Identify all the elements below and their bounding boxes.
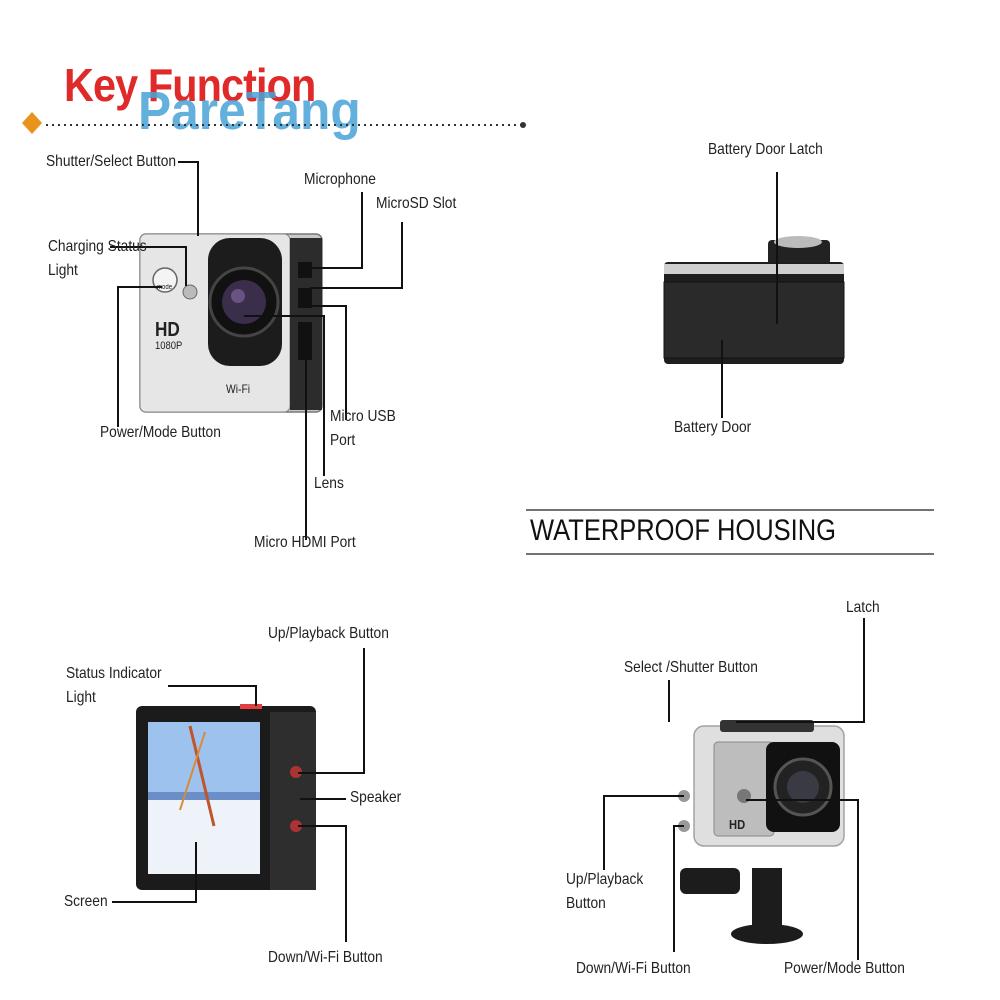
leader-charging bbox=[110, 246, 187, 286]
label-down-wifi-back: Down/Wi-Fi Button bbox=[268, 949, 383, 966]
label-screen: Screen bbox=[64, 893, 108, 910]
leader-housing-down bbox=[673, 825, 684, 952]
leader-shutter bbox=[178, 161, 199, 236]
label-micro-usb: Micro USB Port bbox=[330, 408, 396, 449]
leader-microsd bbox=[310, 222, 403, 289]
label-battery-door: Battery Door bbox=[674, 419, 752, 436]
label-microsd-slot: MicroSD Slot bbox=[376, 195, 457, 212]
label-housing-down-wifi: Down/Wi-Fi Button bbox=[576, 960, 691, 977]
leader-microphone bbox=[304, 192, 363, 269]
label-housing-latch: Latch bbox=[846, 599, 880, 616]
leader-screen bbox=[112, 842, 197, 903]
page-title: Key Function bbox=[64, 59, 316, 111]
leader-power bbox=[117, 286, 162, 427]
leader-up-back bbox=[298, 648, 365, 774]
brand-watermark: PareTang bbox=[138, 81, 361, 141]
badge-hd: HD bbox=[155, 319, 180, 341]
section-title-waterproof: WATERPROOF HOUSING bbox=[530, 514, 836, 547]
housing-badge-hd: HD bbox=[729, 817, 746, 832]
label-speaker: Speaker bbox=[350, 789, 402, 806]
label-housing-up-playback: Up/Playback Button bbox=[566, 871, 644, 912]
label-micro-hdmi: Micro HDMI Port bbox=[254, 534, 356, 551]
leader-lens bbox=[244, 315, 325, 476]
leader-down-back bbox=[298, 825, 347, 942]
label-shutter-select: Shutter/Select Button bbox=[46, 153, 177, 170]
label-housing-power-mode: Power/Mode Button bbox=[784, 960, 905, 977]
housing-image bbox=[678, 720, 845, 944]
label-microphone: Microphone bbox=[304, 171, 376, 188]
leader-housing-power bbox=[746, 799, 859, 960]
leader-housing-latch bbox=[736, 618, 865, 723]
camera-back-image bbox=[136, 704, 316, 890]
label-charging-status: Charging Status Light bbox=[48, 238, 147, 279]
leader-status-light bbox=[168, 685, 257, 706]
header-rule-end-dot bbox=[520, 122, 526, 128]
mode-button-text: mode bbox=[157, 284, 173, 291]
badge-wifi: Wi-Fi bbox=[226, 382, 251, 396]
badge-resolution: 1080P bbox=[155, 340, 183, 352]
leader-usb bbox=[312, 305, 347, 420]
label-battery-door-latch: Battery Door Latch bbox=[708, 141, 823, 158]
label-housing-select-shutter: Select /Shutter Button bbox=[624, 659, 758, 676]
camera-side-image bbox=[663, 236, 845, 364]
label-lens: Lens bbox=[314, 475, 344, 492]
label-power-mode: Power/Mode Button bbox=[100, 424, 221, 441]
leader-housing-up bbox=[603, 795, 684, 870]
label-up-playback-back: Up/Playback Button bbox=[268, 625, 389, 642]
header-diamond-icon bbox=[22, 112, 42, 134]
label-status-indicator: Status Indicator Light bbox=[66, 665, 162, 706]
